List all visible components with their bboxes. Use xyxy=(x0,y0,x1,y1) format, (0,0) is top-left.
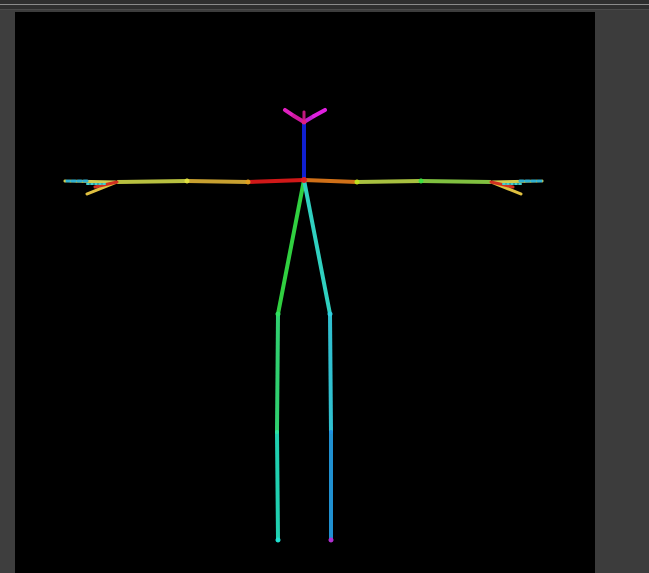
toolbar-divider xyxy=(0,4,649,5)
left-upper-arm-bone xyxy=(186,179,249,184)
left-shoulder-bone xyxy=(247,178,305,184)
top-toolbar-strip xyxy=(0,0,649,10)
left-panel xyxy=(0,10,15,573)
left-foot-bone xyxy=(275,431,280,541)
openpose-skeleton xyxy=(63,108,544,543)
right-hand-keypoints xyxy=(489,179,544,196)
left-shin-bone xyxy=(275,313,280,433)
left-thigh-bone xyxy=(276,179,306,315)
right-thigh-bone xyxy=(302,179,332,315)
left-hand-keypoints xyxy=(63,179,119,196)
right-shin-bone xyxy=(328,313,333,433)
right-panel xyxy=(595,10,649,573)
right-forearm-bone xyxy=(420,179,492,184)
joint-keypoints xyxy=(184,119,424,543)
right-shoulder-bone xyxy=(303,178,358,184)
right-upper-arm-bone xyxy=(356,179,422,184)
pose-preview-canvas[interactable] xyxy=(15,12,595,573)
left-forearm-bone xyxy=(116,179,188,184)
